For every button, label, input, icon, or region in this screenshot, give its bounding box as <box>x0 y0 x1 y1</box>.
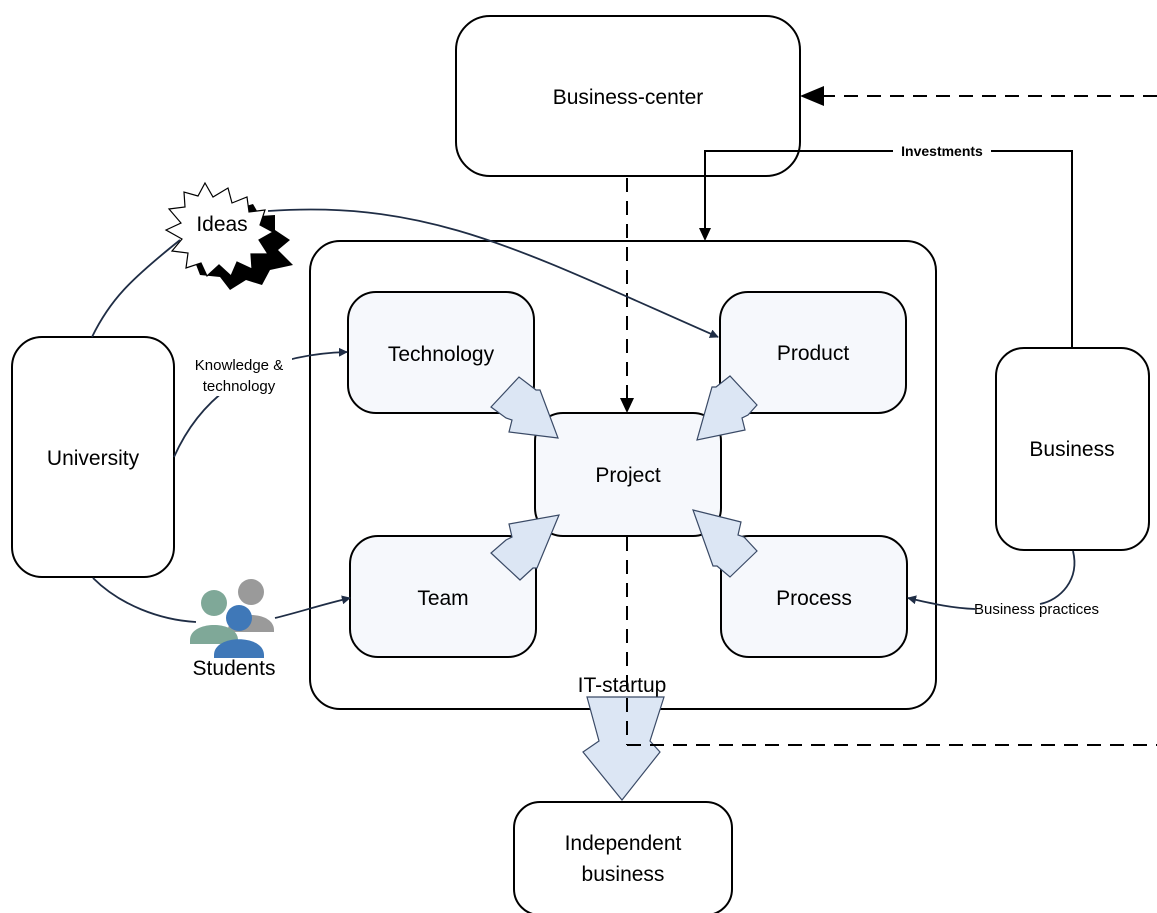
students-to-team-curve <box>274 595 351 619</box>
product-to-project-block-arrow <box>696 375 758 441</box>
students-people-group-icon <box>190 579 274 658</box>
product-node: Product <box>719 291 907 414</box>
independent-business-node: Independent business <box>513 801 733 913</box>
technology-label: Technology <box>388 343 495 366</box>
ideas-label: Ideas <box>196 213 247 236</box>
knowledge-label-line1: Knowledge & <box>195 357 283 374</box>
project-node: Project <box>534 412 722 537</box>
investments-connector: Investments <box>699 143 1073 348</box>
technology-to-project-block-arrow <box>490 376 559 439</box>
university-node: University <box>11 336 175 578</box>
dashed-connectors <box>620 86 1157 746</box>
students-label: Students <box>193 657 276 680</box>
ideas-to-product-curve <box>267 208 719 338</box>
knowledge-label-line2: technology <box>203 378 276 395</box>
investments-label: Investments <box>901 143 983 159</box>
business-label: Business <box>1029 438 1114 461</box>
university-to-ideas-curve <box>91 239 181 338</box>
dashed-arrowhead-down-icon <box>620 398 634 413</box>
practices-to-process-curve <box>907 595 976 610</box>
business-node: Business <box>995 347 1150 551</box>
process-to-project-block-arrow <box>692 509 758 578</box>
business-to-practices-curve <box>1039 550 1076 605</box>
team-label: Team <box>417 587 468 610</box>
technology-node: Technology <box>347 291 535 414</box>
process-label: Process <box>776 587 852 610</box>
startup-to-independent-block-arrow <box>582 696 665 801</box>
independent-business-label-line2: business <box>582 863 665 886</box>
process-node: Process <box>720 535 908 658</box>
project-label: Project <box>595 464 661 487</box>
ideas-node: Ideas <box>164 181 293 290</box>
business-practices-label: Business practices <box>974 601 1099 618</box>
dashed-arrowhead-left-icon <box>800 86 824 106</box>
product-label: Product <box>777 342 850 365</box>
it-startup-label: IT-startup <box>578 674 667 697</box>
university-label: University <box>47 447 140 470</box>
business-center-label: Business-center <box>553 86 704 109</box>
ideas-starburst-icon <box>164 181 275 278</box>
team-node: Team <box>349 535 537 658</box>
block-arrows <box>490 375 758 801</box>
team-to-project-block-arrow <box>490 514 560 581</box>
investments-arrowhead-icon <box>699 228 711 241</box>
university-to-students-curve <box>92 577 197 623</box>
independent-business-label-line1: Independent <box>565 832 682 855</box>
